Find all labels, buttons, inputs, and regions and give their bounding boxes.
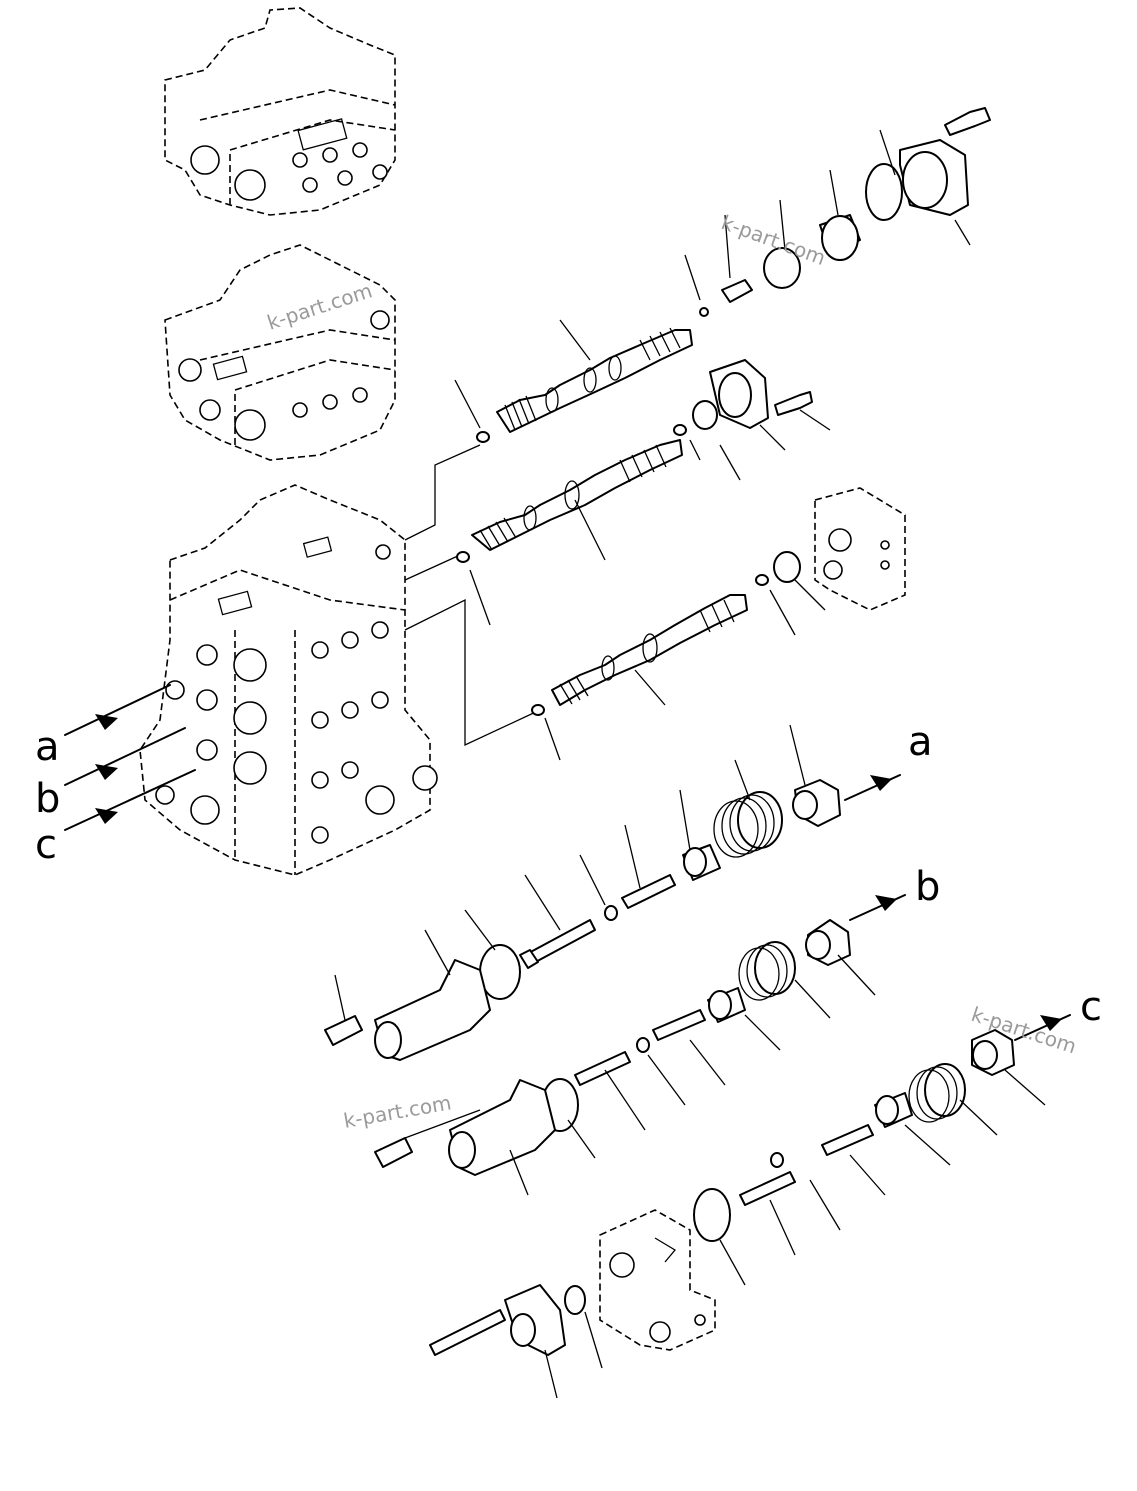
port-label-right-c: c — [1080, 984, 1102, 1030]
solenoid-a — [324, 959, 491, 1061]
end-cap-lower — [429, 1284, 586, 1356]
spring-assembly-b — [541, 919, 851, 1132]
small-plugs — [456, 307, 801, 716]
port-label-right-a: a — [908, 719, 933, 765]
port-label-left-c: c — [35, 822, 57, 868]
port-label-left-a: a — [35, 724, 60, 770]
leader-lines-body — [404, 444, 541, 747]
end-cap-middle — [709, 359, 813, 429]
main-body-ports — [155, 536, 438, 844]
valve-body-top — [164, 7, 396, 216]
watermark-2: k-part.com — [264, 278, 375, 334]
spring-assembly-a — [479, 779, 841, 1000]
callout-leaders — [334, 129, 1046, 1399]
spool-lower — [551, 594, 748, 706]
port-label-left-b: b — [35, 776, 60, 822]
port-arrows — [64, 684, 1071, 1041]
valve-body-main — [139, 484, 438, 876]
spool-middle — [471, 439, 683, 551]
end-cap-upper — [721, 107, 991, 303]
spring-assembly-c — [693, 1029, 1015, 1242]
valve-body-middle — [164, 244, 396, 461]
spool-upper — [496, 327, 693, 433]
block-lower — [599, 1209, 716, 1351]
side-block-right — [814, 487, 906, 611]
port-label-right-b: b — [915, 864, 940, 910]
solenoid-b — [374, 1079, 556, 1176]
